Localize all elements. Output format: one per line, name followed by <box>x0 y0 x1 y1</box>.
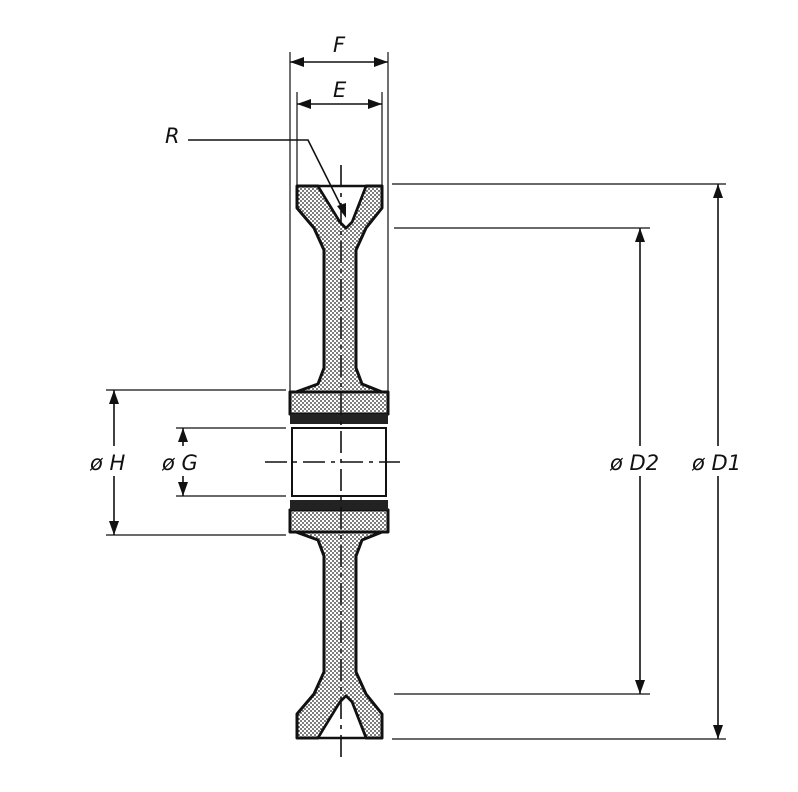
groove-notch-bottom <box>315 694 368 740</box>
label-h: ø H <box>89 451 126 475</box>
dim-e-arrow-right <box>368 99 382 109</box>
label-d1: ø D1 <box>691 451 741 475</box>
dim-d2-arrow-bottom <box>635 680 645 694</box>
dim-d2-arrow-top <box>635 228 645 242</box>
dim-g-arrow-bottom <box>178 482 188 496</box>
leader-r-arrow <box>337 203 346 218</box>
dim-f-arrow-right <box>374 57 388 67</box>
hub-ring-upper <box>288 390 390 416</box>
dim-g-arrow-top <box>178 428 188 442</box>
hub-band-lower-dark <box>290 502 388 510</box>
dim-f-arrow-left <box>290 57 304 67</box>
label-g: ø G <box>161 451 198 475</box>
dim-h-arrow-bottom <box>109 521 119 535</box>
label-d2: ø D2 <box>609 451 659 475</box>
leader-r <box>188 139 345 213</box>
dim-d1-arrow-bottom <box>713 725 723 739</box>
label-e: E <box>333 78 347 102</box>
dim-d1-arrow-top <box>713 184 723 198</box>
label-r: R <box>165 124 180 148</box>
label-f: F <box>333 33 346 57</box>
dim-e-arrow-left <box>297 99 311 109</box>
dim-h-arrow-top <box>109 390 119 404</box>
hub-ring-lower <box>288 508 390 534</box>
hub-band-upper-dark <box>290 414 388 422</box>
